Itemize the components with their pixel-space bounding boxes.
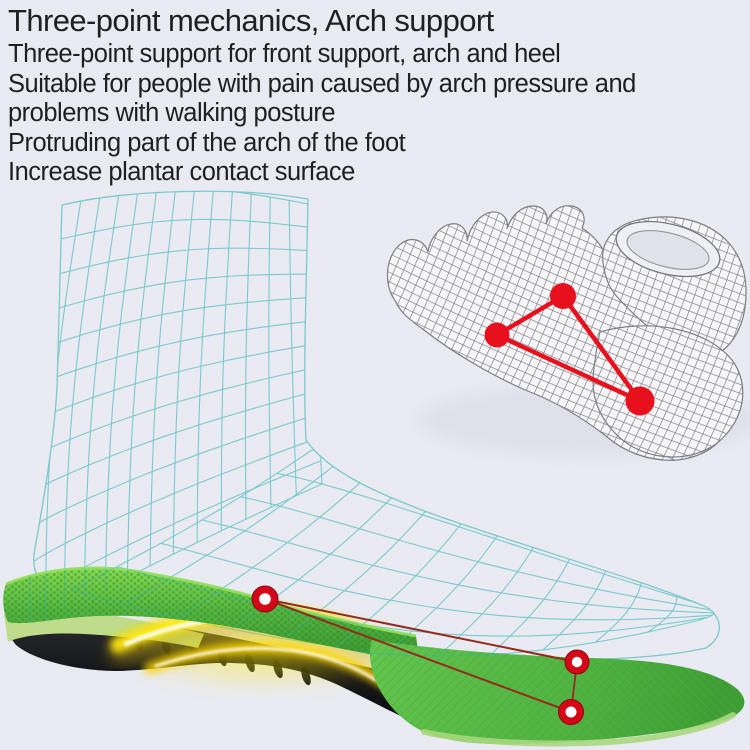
mesh-line — [44, 200, 82, 625]
triangle-line — [560, 293, 643, 404]
marker-edge-support-center — [565, 706, 577, 718]
mesh-line — [387, 213, 746, 421]
mesh-line — [387, 237, 746, 445]
mesh-line — [41, 296, 313, 349]
forefoot-sole-rim — [421, 712, 736, 747]
connector-line — [264, 598, 572, 713]
mesh-line — [276, 472, 714, 609]
mesh-line — [659, 242, 746, 461]
mesh-line — [387, 221, 746, 429]
mesh-line — [63, 568, 101, 613]
mesh-line — [46, 273, 312, 313]
mesh-line — [240, 496, 716, 612]
mesh-line — [150, 189, 176, 566]
mesh-line — [387, 205, 472, 421]
forefoot-fabric-texture — [369, 640, 745, 745]
mesh-line — [387, 205, 394, 388]
description-line: problems with walking posture — [8, 99, 336, 127]
mesh-line — [311, 568, 711, 607]
marker-forefoot-support-center — [571, 656, 583, 668]
mesh-line — [387, 205, 746, 351]
mesh-line — [149, 191, 177, 566]
mesh-line — [604, 219, 738, 461]
mesh-line — [387, 205, 480, 424]
triangle-line — [494, 332, 643, 404]
mesh-line — [643, 236, 746, 461]
mesh-line — [33, 436, 320, 565]
mesh-line — [651, 239, 746, 461]
three-point-triangle — [484, 283, 655, 416]
mesh-line — [387, 229, 746, 437]
mesh-line — [387, 205, 464, 418]
mesh-line — [33, 413, 319, 529]
mesh-line — [240, 568, 716, 612]
mesh-line — [201, 568, 716, 614]
mesh-line — [635, 233, 746, 461]
ankle-opening-inner — [626, 230, 710, 270]
mesh-line — [612, 223, 746, 461]
insole — [3, 189, 745, 747]
description-line: Increase plantar contact surface — [8, 158, 355, 186]
mesh-line — [387, 205, 746, 343]
instep-mesh — [71, 449, 717, 657]
mesh-line — [311, 449, 711, 607]
mesh-line — [490, 543, 578, 655]
heel-bulge — [592, 325, 744, 458]
description-line: Three-point support for front support, a… — [8, 40, 561, 68]
mesh-line — [172, 191, 196, 555]
mesh-line — [37, 320, 314, 385]
pressure-point-arch — [550, 283, 576, 309]
arch-band-lower-core — [154, 646, 378, 682]
mesh-line — [387, 205, 746, 414]
connector-line — [264, 598, 578, 663]
mesh-line — [387, 205, 402, 391]
header-text-block: Three-point mechanics, Arch support Thre… — [8, 2, 636, 188]
mesh-line — [307, 203, 323, 485]
description-line: Protruding part of the arch of the foot — [8, 128, 406, 157]
mesh-line — [387, 205, 488, 428]
mesh-line — [387, 252, 746, 461]
mesh-line — [44, 568, 82, 625]
mesh-line — [387, 205, 746, 367]
pressure-point-forefoot — [484, 322, 510, 348]
mesh-line — [51, 247, 311, 277]
mesh-line — [627, 229, 746, 461]
leg-outline — [33, 190, 720, 661]
pressure-point-heel — [625, 386, 655, 416]
mesh-line — [56, 218, 310, 241]
foot-side-wireframe — [33, 190, 720, 661]
mesh-line — [126, 568, 158, 578]
mesh-line — [387, 268, 746, 461]
mesh-line — [620, 226, 746, 461]
mesh-line — [33, 366, 317, 457]
mesh-line — [34, 343, 316, 421]
insole-support-markers — [251, 585, 590, 725]
page-title: Three-point mechanics, Arch support — [8, 3, 494, 38]
mesh-line — [126, 191, 158, 578]
mesh-line — [33, 390, 318, 493]
heel-fabric-texture — [3, 568, 420, 664]
mesh-line — [160, 542, 713, 621]
mesh-line — [387, 205, 746, 359]
description-line: Suitable for people with pain caused by … — [8, 69, 636, 98]
mesh-line — [201, 519, 716, 614]
marker-arch-support-center — [259, 593, 271, 605]
mesh-line — [387, 205, 456, 414]
mesh-line — [490, 568, 578, 655]
mesh-line — [63, 196, 101, 613]
mesh-line — [387, 244, 746, 453]
mesh-line — [387, 205, 417, 398]
